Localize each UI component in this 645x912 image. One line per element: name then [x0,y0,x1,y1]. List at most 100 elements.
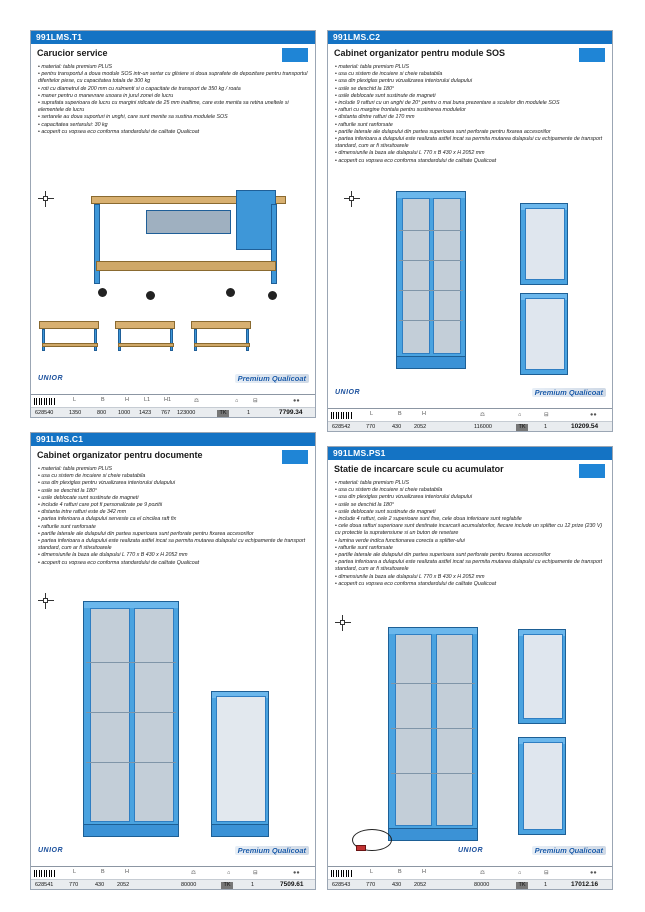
product-card-t1: 991LMS.T1 Carucior service material: tab… [30,30,316,418]
spec-table: L B H ⚖ ⌂ ⊟ ●● 628543 770 430 2052 80000… [328,866,612,889]
product-card-c1: 991LMS.C1 Cabinet organizator pentru doc… [30,432,316,890]
spec-value-l1: 1423 [139,410,152,416]
feature-item: cele doua rafturi superioare sunt destin… [335,523,606,537]
weight-icon: ⚖ [480,870,485,876]
cart-thumbnail [115,321,180,361]
spec-value-b: 430 [392,882,402,888]
tk-badge: TK [217,410,229,417]
feature-item: capacitatea sertarului: 30 kg [38,122,309,129]
coins-icon: ●● [590,412,597,418]
feature-list: material: tabla premium PLUS usa cu sist… [328,480,612,588]
product-card-ps1: 991LMS.PS1 Statie de incarcare scule cu … [327,446,613,890]
feature-item: include 4 rafturi, cele 2 superioare sun… [335,516,606,523]
article-code: 628542 [332,424,351,430]
feature-item: partea inferioara a dulapului este reali… [38,538,309,552]
spec-label: L [73,397,77,403]
spec-table: L B H ⚖ ⌂ ⊟ ●● 628542 770 430 2052 11600… [328,408,612,431]
feature-item: include 9 rafturi cu un unghi de 20° pen… [335,100,606,107]
package-icon: ⌂ [235,398,239,404]
product-title: Carucior service [37,48,108,58]
color-tag [282,450,308,464]
qualicoat-badge: Premium Qualicoat [234,846,309,855]
spec-value-b: 430 [95,882,105,888]
spec-value-qty: 1 [251,882,255,888]
article-code: 628541 [35,882,54,888]
spec-label: H [125,869,129,875]
package-icon: ⌂ [518,870,522,876]
feature-item: dimensiunile la baza ale dulapului L 770… [38,552,309,559]
spec-label: L [370,869,374,875]
price: 7799.34 [279,409,303,416]
cabinet-open-image [518,629,566,724]
power-plug-icon [356,845,366,851]
feature-item: partea inferioara a dulapului este reali… [335,559,606,573]
spec-label: L [73,869,77,875]
qualicoat-badge: Premium Qualicoat [531,846,606,855]
spec-value-l: 770 [366,424,376,430]
product-code: 991LMS.C1 [31,433,315,446]
dimension-icon [38,593,54,609]
spec-label: L [370,411,374,417]
feature-item: material: tabla premium PLUS [38,466,309,473]
barcode-icon [331,412,353,419]
spec-label: L1 [144,397,151,403]
box-icon: ⊟ [544,870,549,876]
spec-value-l: 770 [69,882,79,888]
spec-label: H [422,869,426,875]
feature-item: suprafata superioara de lucru cu margini… [38,100,309,114]
feature-item: usa cu sistem de incuiere si cheie rabat… [335,487,606,494]
feature-item: acoperit cu vopsea eco conforma standard… [38,129,309,136]
cabinet-open-image [518,737,566,835]
feature-item: rafturile sunt ranforsate [38,524,309,531]
box-icon: ⊟ [544,412,549,418]
spec-value-b: 800 [97,410,107,416]
cabinet-image [396,191,466,369]
spec-label: B [101,397,105,403]
feature-item: dimensiunile la baza ale dulapului L 770… [335,574,606,581]
spec-table: L B H ⚖ ⌂ ⊟ ●● 628541 770 430 2052 80000… [31,866,315,889]
feature-item: material: tabla premium PLUS [38,64,309,71]
unior-logo: UNIOR [38,847,64,854]
spec-label: H1 [164,397,172,403]
spec-value-h: 2052 [117,882,130,888]
spec-value-h1: 767 [161,410,171,416]
spec-value-h: 1000 [118,410,131,416]
package-icon: ⌂ [227,870,231,876]
feature-item: partea inferioara a dulapului este reali… [335,136,606,150]
product-card-c2: 991LMS.C2 Cabinet organizator pentru mod… [327,30,613,432]
dimension-icon [344,191,360,207]
price: 7509.61 [280,881,304,888]
feature-item: usa din plexiglas pentru vizualizarea in… [335,78,606,85]
coins-icon: ●● [590,870,597,876]
power-cable-image [352,829,392,851]
feature-item: maner pentru o manevrare usoara in jurul… [38,93,309,100]
unior-logo: UNIOR [335,389,361,396]
cabinet-open-image [211,691,269,837]
feature-item: usile se deschid la 180° [335,86,606,93]
feature-item: usile deblocate sunt sustinute de magnet… [38,495,309,502]
spec-value-weight: 80000 [181,882,197,888]
dimension-icon [335,615,351,631]
feature-item: usile deblocate sunt sustinute de magnet… [335,509,606,516]
feature-item: distanta intre rafturi este de 342 mm [38,509,309,516]
product-code: 991LMS.T1 [31,31,315,44]
spec-value-b: 430 [392,424,402,430]
box-icon: ⊟ [253,398,258,404]
feature-item: lumina verde indica functionarea corecta… [335,538,606,545]
cart-thumbnail [191,321,256,361]
feature-list: material: tabla premium PLUS usa cu sist… [31,466,315,567]
cabinet-open-image [520,293,568,375]
unior-logo: UNIOR [38,375,64,382]
product-title: Cabinet organizator pentru documente [37,450,203,460]
tk-badge: TK [516,882,528,889]
box-icon: ⊟ [253,870,258,876]
package-icon: ⌂ [518,412,522,418]
weight-icon: ⚖ [194,398,199,404]
spec-value-l: 1350 [69,410,82,416]
barcode-icon [34,398,56,405]
spec-value-qty: 1 [247,410,251,416]
feature-item: acoperit cu vopsea eco conforma standard… [38,560,309,567]
product-code: 991LMS.PS1 [328,447,612,460]
feature-list: material: tabla premium PLUS pentru tran… [31,64,315,136]
feature-item: partile laterale ale dulapului din parte… [335,129,606,136]
